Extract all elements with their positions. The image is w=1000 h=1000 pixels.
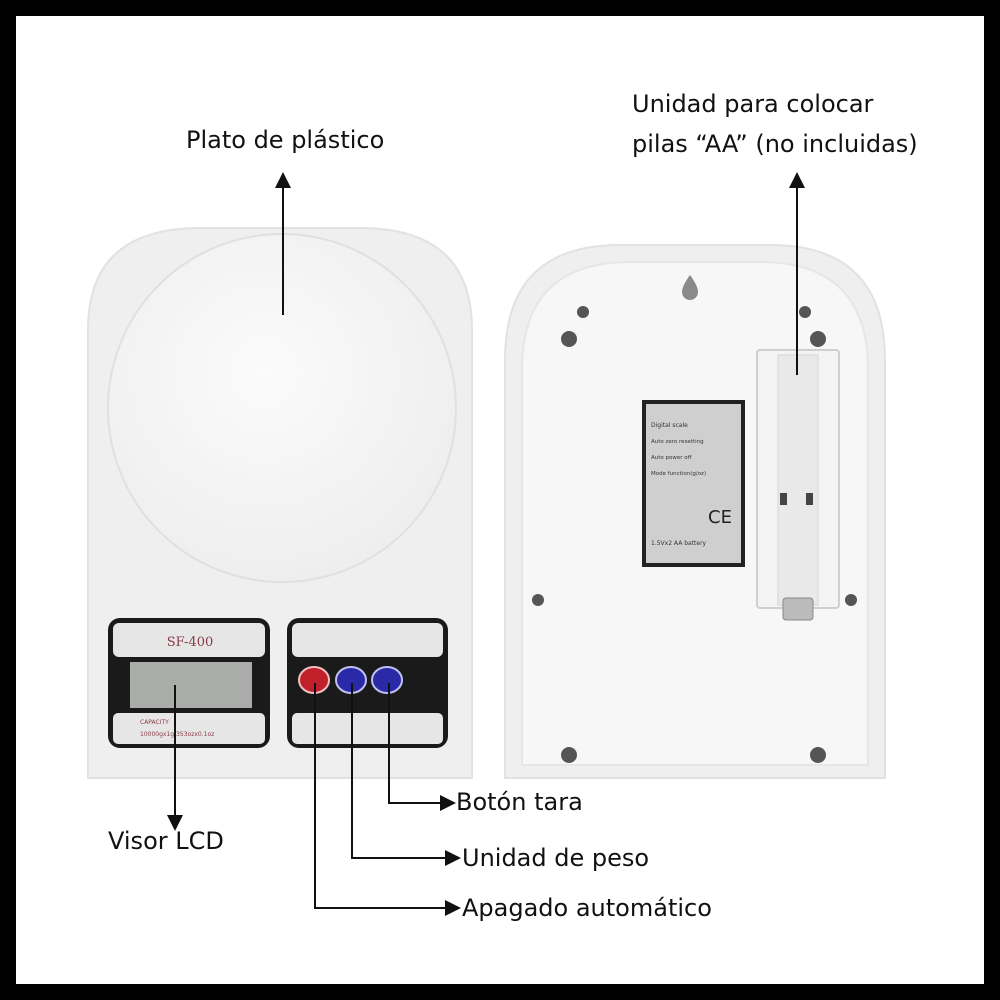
label-auto-off: Apagado automático [462,894,712,922]
capacity-value: 10000gx1g/353ozx0.1oz [140,731,214,738]
label-battery-unit-line1: Unidad para colocar [632,90,874,118]
sticker-feature: Auto zero resetting [651,439,704,445]
feet [532,306,857,763]
label-plastic-plate: Plato de plástico [186,126,385,154]
sticker-feature: Auto power off [651,455,692,461]
sticker-feature: Mode function(g/oz) [651,471,706,477]
tare-button[interactable] [371,666,403,694]
label-lcd: Visor LCD [108,827,224,855]
capacity-label: CAPACITY [140,719,169,726]
scale-front: SF-400 CAPACITY 10000gx1g/353ozx0.1oz [87,227,473,779]
label-tare: Botón tara [456,788,583,816]
ce-mark: CE [708,507,732,528]
label-battery-unit-line2: pilas “AA” (no incluidas) [632,130,918,158]
lcd-screen [130,662,252,708]
battery-spec: 1.5Vx2 AA battery [651,540,707,547]
sticker-title: Digital scale [651,422,688,429]
scale-back: Digital scale Auto zero resetting Auto p… [504,244,886,779]
callout-lines [167,172,805,916]
hanging-hole-icon [682,275,698,300]
model-text: SF-400 [167,635,214,650]
label-unit: Unidad de peso [462,844,650,872]
